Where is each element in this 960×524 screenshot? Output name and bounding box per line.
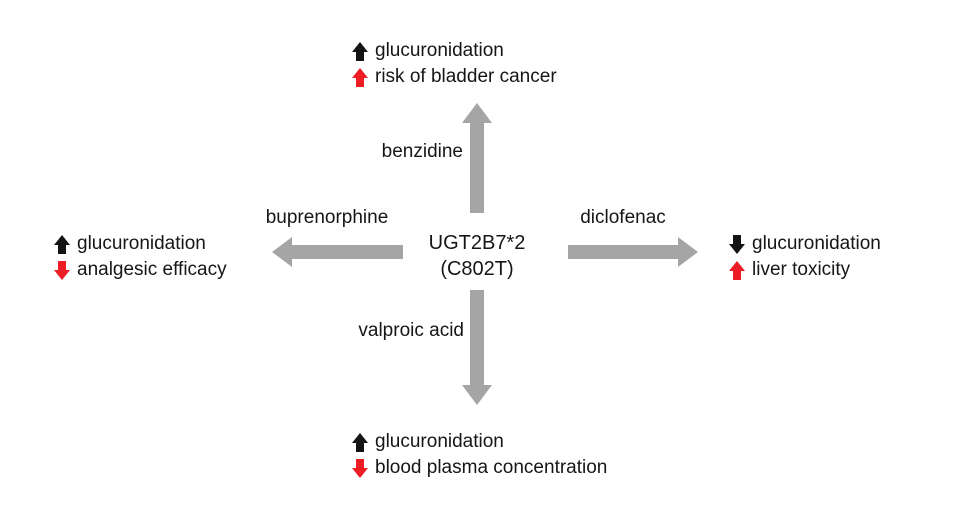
gene-allele: (C802T) — [440, 258, 514, 280]
effect-row: glucuronidation — [54, 231, 227, 257]
gene-name: UGT2B7*2 — [428, 232, 526, 254]
drug-label-buprenorphine: buprenorphine — [265, 207, 389, 228]
arrowhead-left — [272, 237, 292, 267]
arrowhead-right — [678, 237, 698, 267]
drug-label-benzidine: benzidine — [381, 141, 463, 162]
effect-label: liver toxicity — [752, 259, 851, 280]
arrow-shaft — [568, 245, 678, 259]
arrowhead-down — [462, 385, 492, 405]
up-arrow-icon — [352, 432, 368, 452]
arrow-shaft — [470, 123, 484, 213]
arrow-shaft — [470, 290, 484, 385]
connector-arrow-left — [272, 237, 403, 267]
up-arrow-icon — [54, 234, 70, 254]
right-effects-block: glucuronidation liver toxicity — [729, 231, 881, 283]
effect-label: analgesic efficacy — [77, 259, 227, 280]
drug-label-diclofenac: diclofenac — [580, 207, 666, 228]
effect-row: analgesic efficacy — [54, 257, 227, 283]
down-arrow-icon — [54, 260, 70, 280]
connector-arrow-right — [568, 237, 698, 267]
up-arrow-icon — [352, 67, 368, 87]
arrowhead-up — [462, 103, 492, 123]
effect-label: glucuronidation — [77, 233, 206, 254]
effect-row: glucuronidation — [352, 429, 607, 455]
effect-row: glucuronidation — [352, 38, 557, 64]
effect-label: blood plasma concentration — [375, 457, 608, 478]
effect-row: glucuronidation — [729, 231, 881, 257]
effect-row: risk of bladder cancer — [352, 64, 557, 90]
down-arrow-icon — [729, 234, 745, 254]
effect-row: blood plasma concentration — [352, 455, 607, 481]
up-arrow-icon — [352, 41, 368, 61]
effect-label: glucuronidation — [375, 40, 504, 61]
top-effects-block: glucuronidation risk of bladder cancer — [352, 38, 557, 90]
effect-row: liver toxicity — [729, 257, 881, 283]
arrow-shaft — [292, 245, 403, 259]
gene-variant-label: UGT2B7*2 (C802T) — [392, 230, 562, 282]
connector-arrow-down — [462, 290, 492, 405]
down-arrow-icon — [352, 458, 368, 478]
effect-label: glucuronidation — [752, 233, 881, 254]
left-effects-block: glucuronidation analgesic efficacy — [54, 231, 227, 283]
connector-arrow-up — [462, 103, 492, 213]
drug-label-valproic-acid: valproic acid — [358, 320, 464, 341]
effect-label: risk of bladder cancer — [375, 66, 557, 87]
effect-label: glucuronidation — [375, 431, 504, 452]
bottom-effects-block: glucuronidation blood plasma concentrati… — [352, 429, 607, 481]
up-arrow-icon — [729, 260, 745, 280]
